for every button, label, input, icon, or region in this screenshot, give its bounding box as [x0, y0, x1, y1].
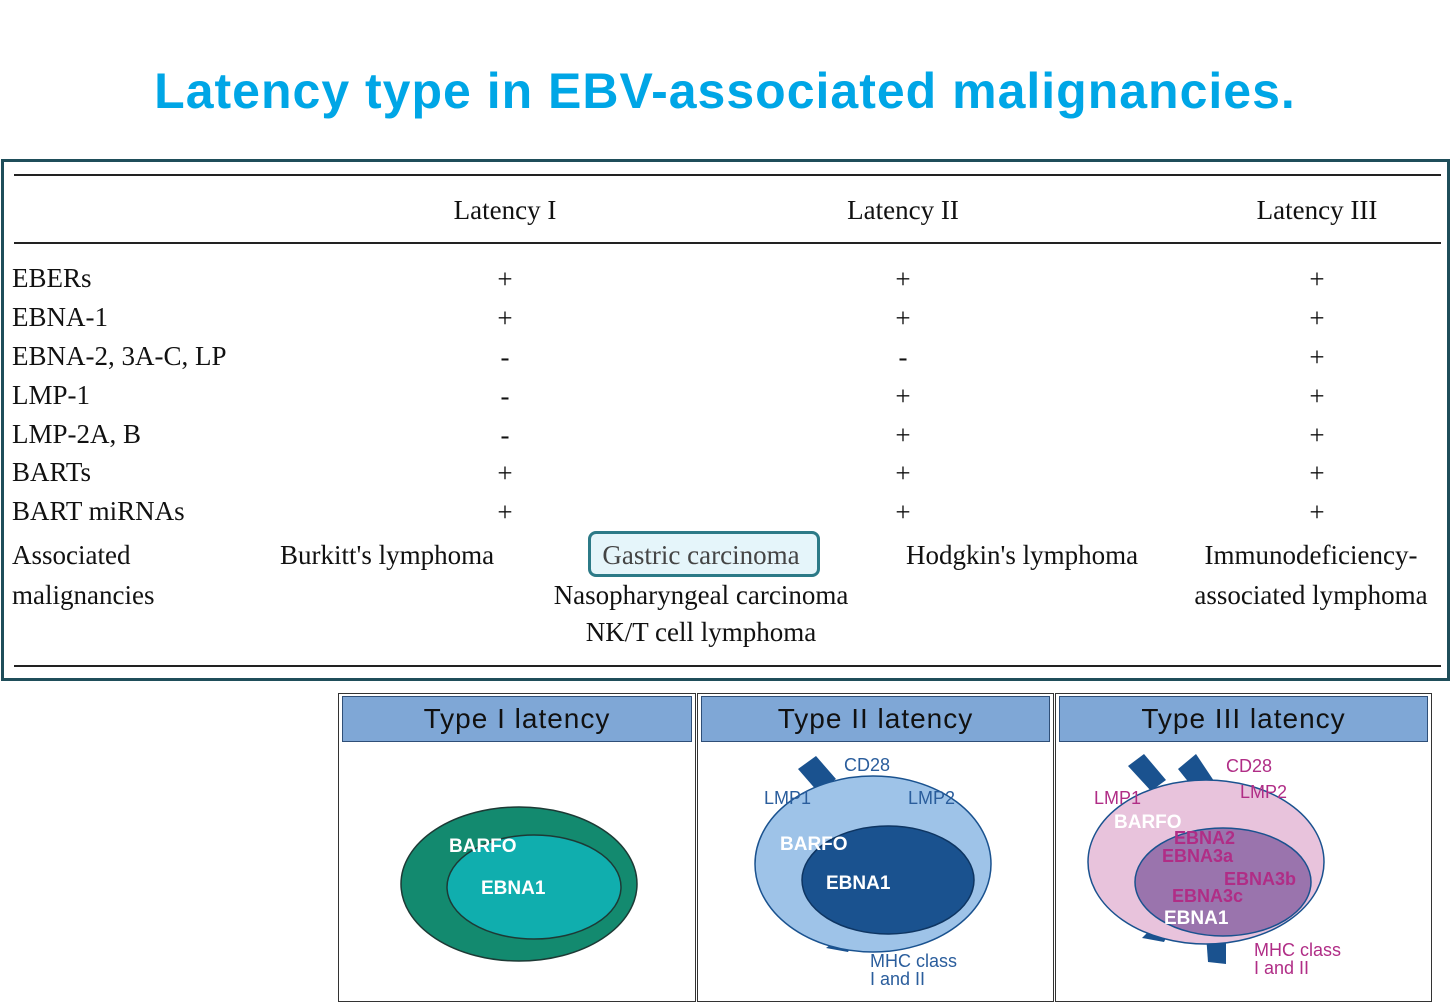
type1-latency-panel: BARFO EBNA1 Type I latency — [338, 693, 696, 1002]
type3-ebna3b-label: EBNA3b — [1224, 869, 1296, 889]
row-label: EBERs — [12, 263, 92, 293]
cell-latency-3: + — [1309, 497, 1325, 527]
cell-latency-3: + — [1309, 381, 1325, 411]
row-label: BARTs — [12, 457, 92, 487]
malignancy-hodgkin: Hodgkin's lymphoma — [906, 540, 1139, 570]
type2-lmp2-label: LMP2 — [908, 788, 955, 808]
cell-latency-1: + — [497, 497, 513, 527]
cell-latency-1: + — [497, 303, 513, 333]
type2-lmp1-label: LMP1 — [764, 788, 811, 808]
cell-latency-1: - — [500, 420, 510, 450]
row-label: LMP-1 — [12, 380, 91, 410]
type1-diagram: BARFO EBNA1 — [400, 806, 638, 962]
type3-ebna1-label: EBNA1 — [1164, 908, 1229, 929]
type3-ebna3c-label: EBNA3c — [1172, 886, 1243, 906]
cell-latency-1: + — [497, 458, 513, 488]
type1-ebna1-label: EBNA1 — [481, 878, 546, 899]
type2-mhc-label-line2: I and II — [870, 969, 925, 989]
header-latency-2: Latency II — [847, 195, 959, 225]
type3-diagram: CD28 LMP1 LMP2 BARFO EBNA2 EBNA3a EBNA3b… — [1087, 754, 1341, 978]
type3-panel-title: Type III latency — [1059, 696, 1428, 742]
type1-panel-title: Type I latency — [342, 696, 692, 742]
cell-latency-2: + — [895, 420, 911, 450]
malignancy-gastric: Gastric carcinoma — [602, 540, 800, 570]
cell-latency-3: + — [1309, 342, 1325, 372]
type3-ebna2-label: EBNA2 — [1174, 828, 1235, 848]
type2-cd28-label: CD28 — [844, 755, 890, 775]
page-title: Latency type in EBV-associated malignanc… — [154, 63, 1296, 119]
cell-latency-2: + — [895, 458, 911, 488]
cell-latency-3: + — [1309, 420, 1325, 450]
malignancies-label-line1: Associated — [12, 540, 131, 570]
type3-mhc-label-line1: MHC class — [1254, 940, 1341, 960]
cell-latency-3: + — [1309, 264, 1325, 294]
type3-inner-ellipse — [1134, 827, 1312, 937]
type1-inner-ellipse — [446, 834, 622, 940]
type2-barfo-label: BARFO — [780, 834, 848, 855]
bottom-rule — [14, 665, 1441, 667]
type2-diagram: CD28 LMP1 LMP2 BARFO EBNA1 MHC class I a… — [754, 755, 992, 989]
type1-barfo-label: BARFO — [449, 836, 517, 857]
header-latency-3: Latency III — [1256, 195, 1378, 225]
type2-ebna1-label: EBNA1 — [826, 873, 891, 894]
malignancy-immunodeficiency-line1: Immunodeficiency- — [1204, 540, 1418, 570]
type2-mhc-label-line1: MHC class — [870, 951, 957, 971]
row-label: LMP-2A, B — [12, 419, 142, 449]
malignancy-nkt: NK/T cell lymphoma — [585, 617, 817, 647]
row-label: BART miRNAs — [12, 496, 185, 526]
cell-latency-2: + — [895, 303, 911, 333]
header-rule — [14, 242, 1441, 244]
type3-latency-panel: CD28 LMP1 LMP2 BARFO EBNA2 EBNA3a EBNA3b… — [1055, 693, 1432, 1002]
malignancy-immunodeficiency-line2: associated lymphoma — [1194, 580, 1428, 610]
type3-mhc-label-line2: I and II — [1254, 958, 1309, 978]
cell-latency-3: + — [1309, 303, 1325, 333]
header-latency-1: Latency I — [453, 195, 557, 225]
malignancy-nasopharyngeal: Nasopharyngeal carcinoma — [553, 580, 849, 610]
type2-latency-panel: CD28 LMP1 LMP2 BARFO EBNA1 MHC class I a… — [697, 693, 1054, 1002]
gastric-carcinoma-highlight — [588, 531, 820, 577]
cell-latency-2: - — [898, 342, 908, 372]
type3-lmp1-receptor — [1128, 754, 1166, 791]
type3-lmp2-label: LMP2 — [1240, 782, 1287, 802]
type2-inner-ellipse — [801, 825, 975, 935]
top-rule — [14, 174, 1441, 176]
cell-latency-2: + — [895, 497, 911, 527]
type3-barfo-label: BARFO — [1114, 812, 1182, 833]
cell-latency-1: - — [500, 381, 510, 411]
malignancies-label-line2: malignancies — [12, 580, 155, 610]
cell-latency-1: - — [500, 342, 510, 372]
cell-latency-1: + — [497, 264, 513, 294]
type3-lmp1-label: LMP1 — [1094, 788, 1141, 808]
malignancy-burkitt: Burkitt's lymphoma — [280, 540, 495, 570]
latency-table: Latency I Latency II Latency III EBERs +… — [1, 159, 1450, 681]
row-label: EBNA-1 — [12, 302, 108, 332]
cell-latency-2: + — [895, 264, 911, 294]
row-label: EBNA-2, 3A-C, LP — [12, 341, 227, 371]
type2-panel-title: Type II latency — [701, 696, 1050, 742]
type3-cd28-label: CD28 — [1226, 756, 1272, 776]
cell-latency-2: + — [895, 381, 911, 411]
cell-latency-3: + — [1309, 458, 1325, 488]
type3-ebna3a-label: EBNA3a — [1162, 846, 1234, 866]
